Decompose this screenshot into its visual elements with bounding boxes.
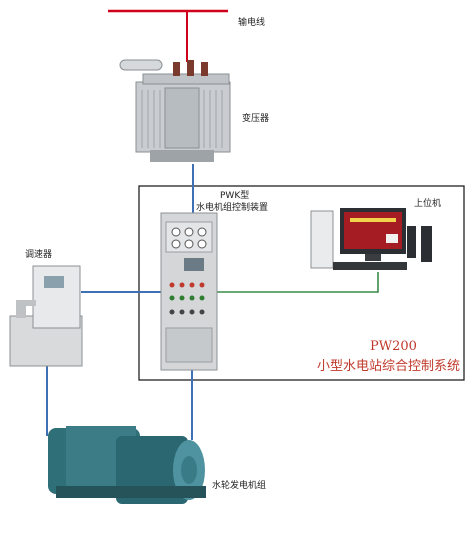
governor-unit-icon (9, 265, 83, 367)
governor-label: 调速器 (25, 250, 53, 260)
control-cabinet-icon (160, 212, 218, 371)
host-computer-label: 上位机 (414, 199, 442, 209)
system-frame (138, 185, 465, 381)
hydro-generator-icon (48, 426, 206, 504)
desktop-computer-icon (310, 208, 432, 270)
blue-connections (46, 164, 194, 440)
controller-name-label: 水电机组控制装置 (196, 203, 269, 213)
transformer-icon (119, 59, 231, 162)
system-name-label: 小型水电站综合控制系统 (317, 359, 461, 374)
generator-label: 水轮发电机组 (212, 481, 267, 491)
green-connection (216, 272, 379, 293)
controller-model-label: PWK型 (220, 191, 250, 201)
transformer-label: 变压器 (242, 114, 270, 124)
power-line-label: 输电线 (238, 18, 266, 28)
system-code-label: PW200 (370, 339, 417, 354)
